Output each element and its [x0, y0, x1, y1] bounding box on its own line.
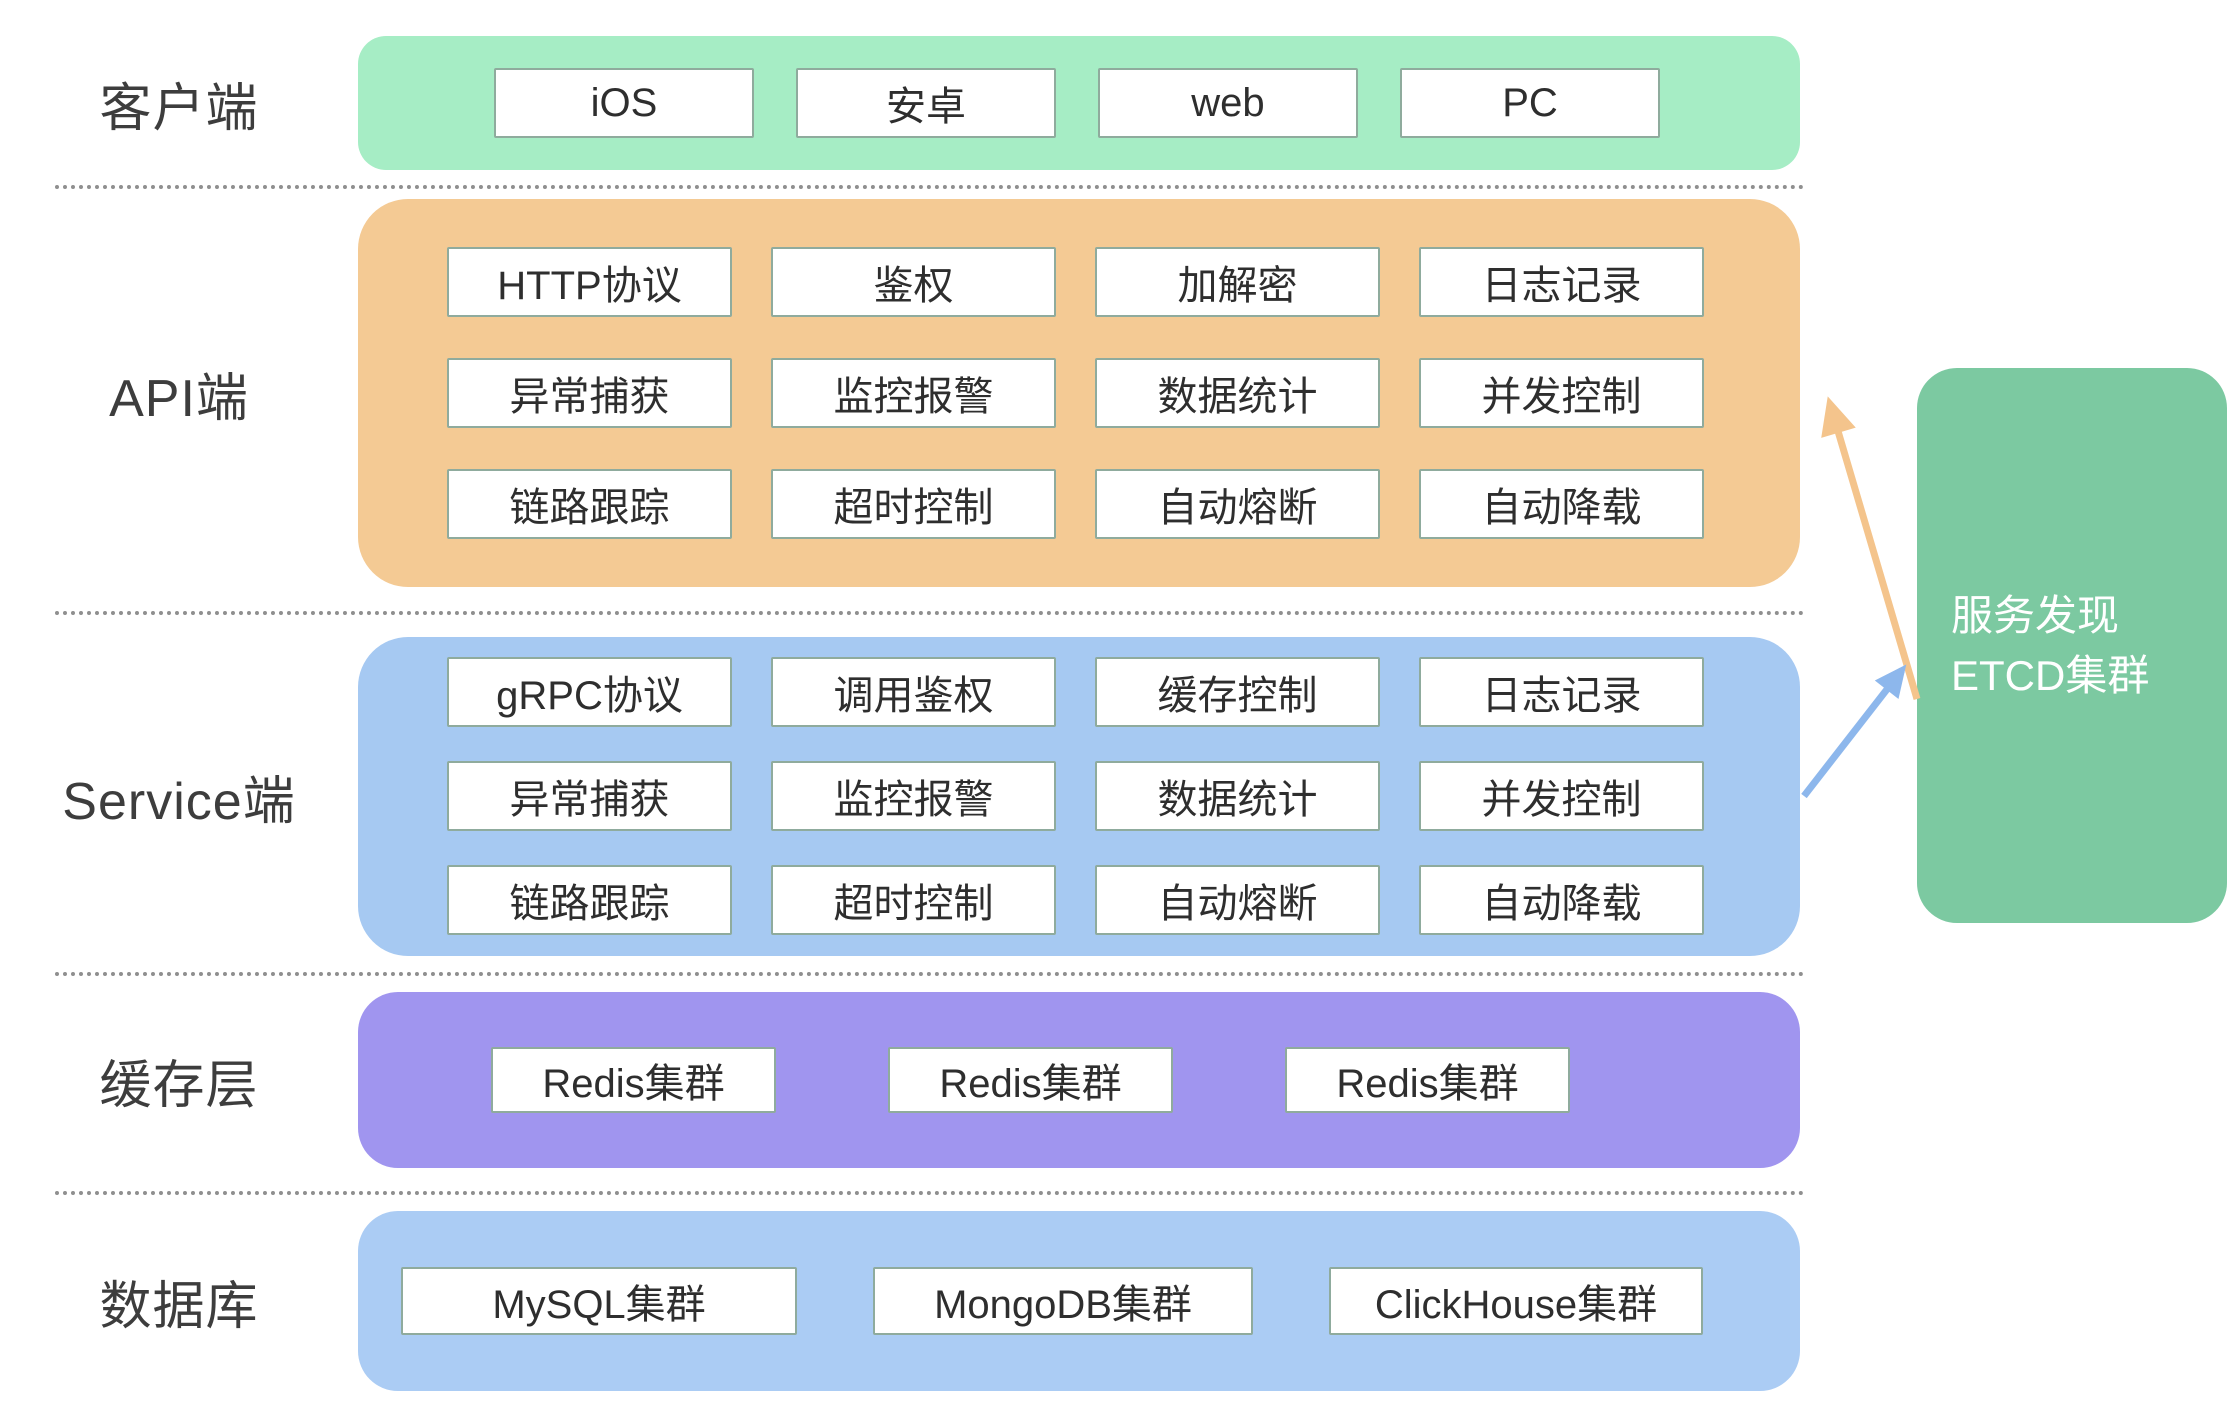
- separator-client-api: [55, 185, 1805, 189]
- api-node: 鉴权: [771, 247, 1056, 317]
- api-node: 并发控制: [1419, 358, 1704, 428]
- api-row-3: 链路跟踪 超时控制 自动熔断 自动降载: [447, 469, 1800, 539]
- api-node: 日志记录: [1419, 247, 1704, 317]
- etcd-label-line2: ETCD集群: [1951, 651, 2150, 699]
- api-node: 异常捕获: [447, 358, 732, 428]
- client-node-android: 安卓: [796, 68, 1056, 138]
- service-node: 调用鉴权: [771, 657, 1056, 727]
- layer-label-service: Service端: [62, 773, 296, 831]
- api-row-1: HTTP协议 鉴权 加解密 日志记录: [447, 247, 1800, 317]
- layer-box-api: HTTP协议 鉴权 加解密 日志记录 异常捕获 监控报警 数据统计 并发控制 链…: [358, 199, 1800, 587]
- api-row-2: 异常捕获 监控报警 数据统计 并发控制: [447, 358, 1800, 428]
- api-node: 数据统计: [1095, 358, 1380, 428]
- api-node: 自动降载: [1419, 469, 1704, 539]
- client-node-pc: PC: [1400, 68, 1660, 138]
- service-node: 链路跟踪: [447, 865, 732, 935]
- service-node: 自动降载: [1419, 865, 1704, 935]
- api-node: HTTP协议: [447, 247, 732, 317]
- arrow-service-to-etcd: [1801, 664, 1907, 799]
- api-node: 链路跟踪: [447, 469, 732, 539]
- service-row-2: 异常捕获 监控报警 数据统计 并发控制: [447, 761, 1800, 831]
- cache-node-redis-3: Redis集群: [1285, 1047, 1570, 1113]
- client-node-web: web: [1098, 68, 1358, 138]
- service-node: 监控报警: [771, 761, 1056, 831]
- service-row-3: 链路跟踪 超时控制 自动熔断 自动降载: [447, 865, 1800, 935]
- client-node-ios: iOS: [494, 68, 754, 138]
- cache-node-redis-1: Redis集群: [491, 1047, 776, 1113]
- separator-api-service: [55, 611, 1805, 615]
- db-node-mysql: MySQL集群: [401, 1267, 797, 1335]
- db-node-clickhouse: ClickHouse集群: [1329, 1267, 1703, 1335]
- service-node: 日志记录: [1419, 657, 1704, 727]
- service-node: gRPC协议: [447, 657, 732, 727]
- service-node: 并发控制: [1419, 761, 1704, 831]
- service-row-1: gRPC协议 调用鉴权 缓存控制 日志记录: [447, 657, 1800, 727]
- service-node: 异常捕获: [447, 761, 732, 831]
- service-node: 超时控制: [771, 865, 1056, 935]
- etcd-service-discovery-box: 服务发现 ETCD集群: [1917, 368, 2227, 923]
- cache-node-redis-2: Redis集群: [888, 1047, 1173, 1113]
- api-node: 监控报警: [771, 358, 1056, 428]
- layer-label-api: API端: [109, 369, 249, 428]
- api-node: 加解密: [1095, 247, 1380, 317]
- layer-label-client: 客户端: [99, 79, 259, 138]
- layer-box-client: iOS 安卓 web PC: [358, 36, 1800, 170]
- layer-label-cache: 缓存层: [99, 1056, 259, 1115]
- service-node: 缓存控制: [1095, 657, 1380, 727]
- layer-box-database: MySQL集群 MongoDB集群 ClickHouse集群: [358, 1211, 1800, 1391]
- separator-service-cache: [55, 972, 1805, 976]
- separator-cache-database: [55, 1191, 1805, 1195]
- layer-box-cache: Redis集群 Redis集群 Redis集群: [358, 992, 1800, 1168]
- service-node: 数据统计: [1095, 761, 1380, 831]
- layer-box-service: gRPC协议 调用鉴权 缓存控制 日志记录 异常捕获 监控报警 数据统计 并发控…: [358, 637, 1800, 956]
- api-node: 自动熔断: [1095, 469, 1380, 539]
- etcd-label-line1: 服务发现: [1951, 591, 2120, 639]
- db-node-mongodb: MongoDB集群: [873, 1267, 1253, 1335]
- service-node: 自动熔断: [1095, 865, 1380, 935]
- api-node: 超时控制: [771, 469, 1056, 539]
- arrow-etcd-to-api: [1821, 396, 1921, 700]
- layer-label-database: 数据库: [99, 1277, 259, 1336]
